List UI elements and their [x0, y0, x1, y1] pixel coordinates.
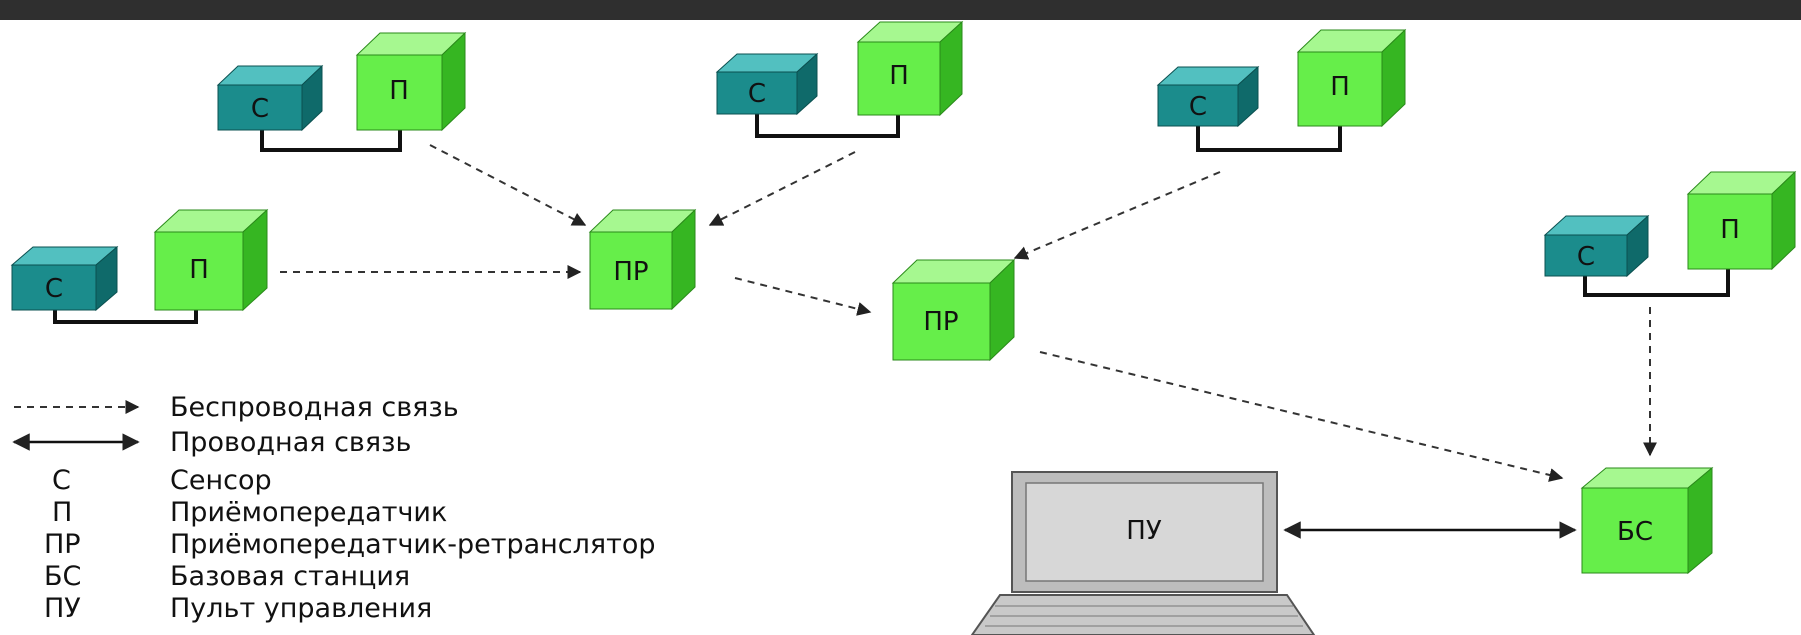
repeater-label: ПР [613, 257, 648, 287]
transceiver-box [154, 231, 244, 311]
legend-desc: Приёмопередатчик-ретранслятор [170, 529, 656, 560]
sensor-box [1157, 84, 1239, 127]
sensor-node-3: С П [1156, 28, 1407, 152]
wireless-link-node1-to-repeater1 [429, 144, 587, 226]
repeater-1: ПР [588, 208, 697, 311]
sensor-label: С [251, 94, 269, 124]
legend-desc: Базовая станция [170, 561, 410, 592]
repeater-box [589, 231, 673, 310]
sensor-box [217, 84, 303, 131]
wireless-link-node3-to-repeater2 [1013, 171, 1221, 260]
top-bar [0, 0, 1801, 20]
laptop-keyboard [970, 594, 1316, 635]
legend-abbr: ПУ [44, 593, 81, 624]
transceiver-label: П [889, 61, 909, 91]
wireless-link-repeater2-to-base [1039, 351, 1564, 482]
sensor-label: С [45, 274, 63, 304]
legend-abbr: БС [44, 561, 81, 592]
wireless-links [280, 144, 1657, 482]
sensor-label: С [1577, 242, 1595, 272]
repeater-box [892, 282, 991, 361]
transceiver-label: П [389, 76, 409, 106]
legend: Беспроводная связь Проводная связь С Сен… [12, 392, 656, 624]
legend-desc: Сенсор [170, 465, 272, 496]
sensor-node-2: С П [715, 20, 964, 138]
sensor-node-4: С П [10, 208, 269, 324]
wire [1196, 112, 1342, 152]
legend-wireless-text: Беспроводная связь [170, 392, 459, 423]
sensor-label: С [1189, 92, 1207, 122]
legend-abbr: П [52, 497, 72, 528]
legend-desc: Пульт управления [170, 593, 432, 624]
wire [755, 100, 900, 138]
legend-abbr: С [52, 465, 71, 496]
laptop-screen [1025, 482, 1264, 582]
sensor-box [1544, 234, 1628, 277]
legend-desc: Приёмопередатчик [170, 497, 447, 528]
transceiver-label: П [1330, 72, 1350, 102]
sensor-label: С [748, 79, 766, 109]
sensor-box [716, 71, 798, 115]
sensor-node-5: С П [1543, 170, 1797, 297]
transceiver-box [857, 41, 941, 116]
legend-abbr: ПР [44, 529, 81, 560]
repeater-2: ПР [891, 258, 1016, 362]
wire [1583, 262, 1730, 297]
transceiver-label: П [1720, 215, 1740, 245]
transceiver-label: П [189, 255, 209, 285]
transceiver-box [1297, 51, 1383, 127]
base-station-box [1581, 487, 1689, 574]
wireless-link-node2-to-repeater1 [708, 151, 856, 226]
laptop-control-panel: ПУ [970, 471, 1316, 635]
base-station-label: БС [1617, 517, 1653, 547]
base-station: БС [1580, 466, 1714, 575]
control-panel-label: ПУ [1126, 516, 1162, 546]
wireless-link-repeater1-to-repeater2 [734, 277, 872, 316]
repeater-label: ПР [923, 307, 958, 337]
sensor-node-1: С П [216, 31, 467, 152]
legend-wired-text: Проводная связь [170, 427, 411, 458]
transceiver-box [1687, 193, 1773, 270]
transceiver-box [356, 54, 443, 131]
sensor-box [11, 264, 97, 311]
